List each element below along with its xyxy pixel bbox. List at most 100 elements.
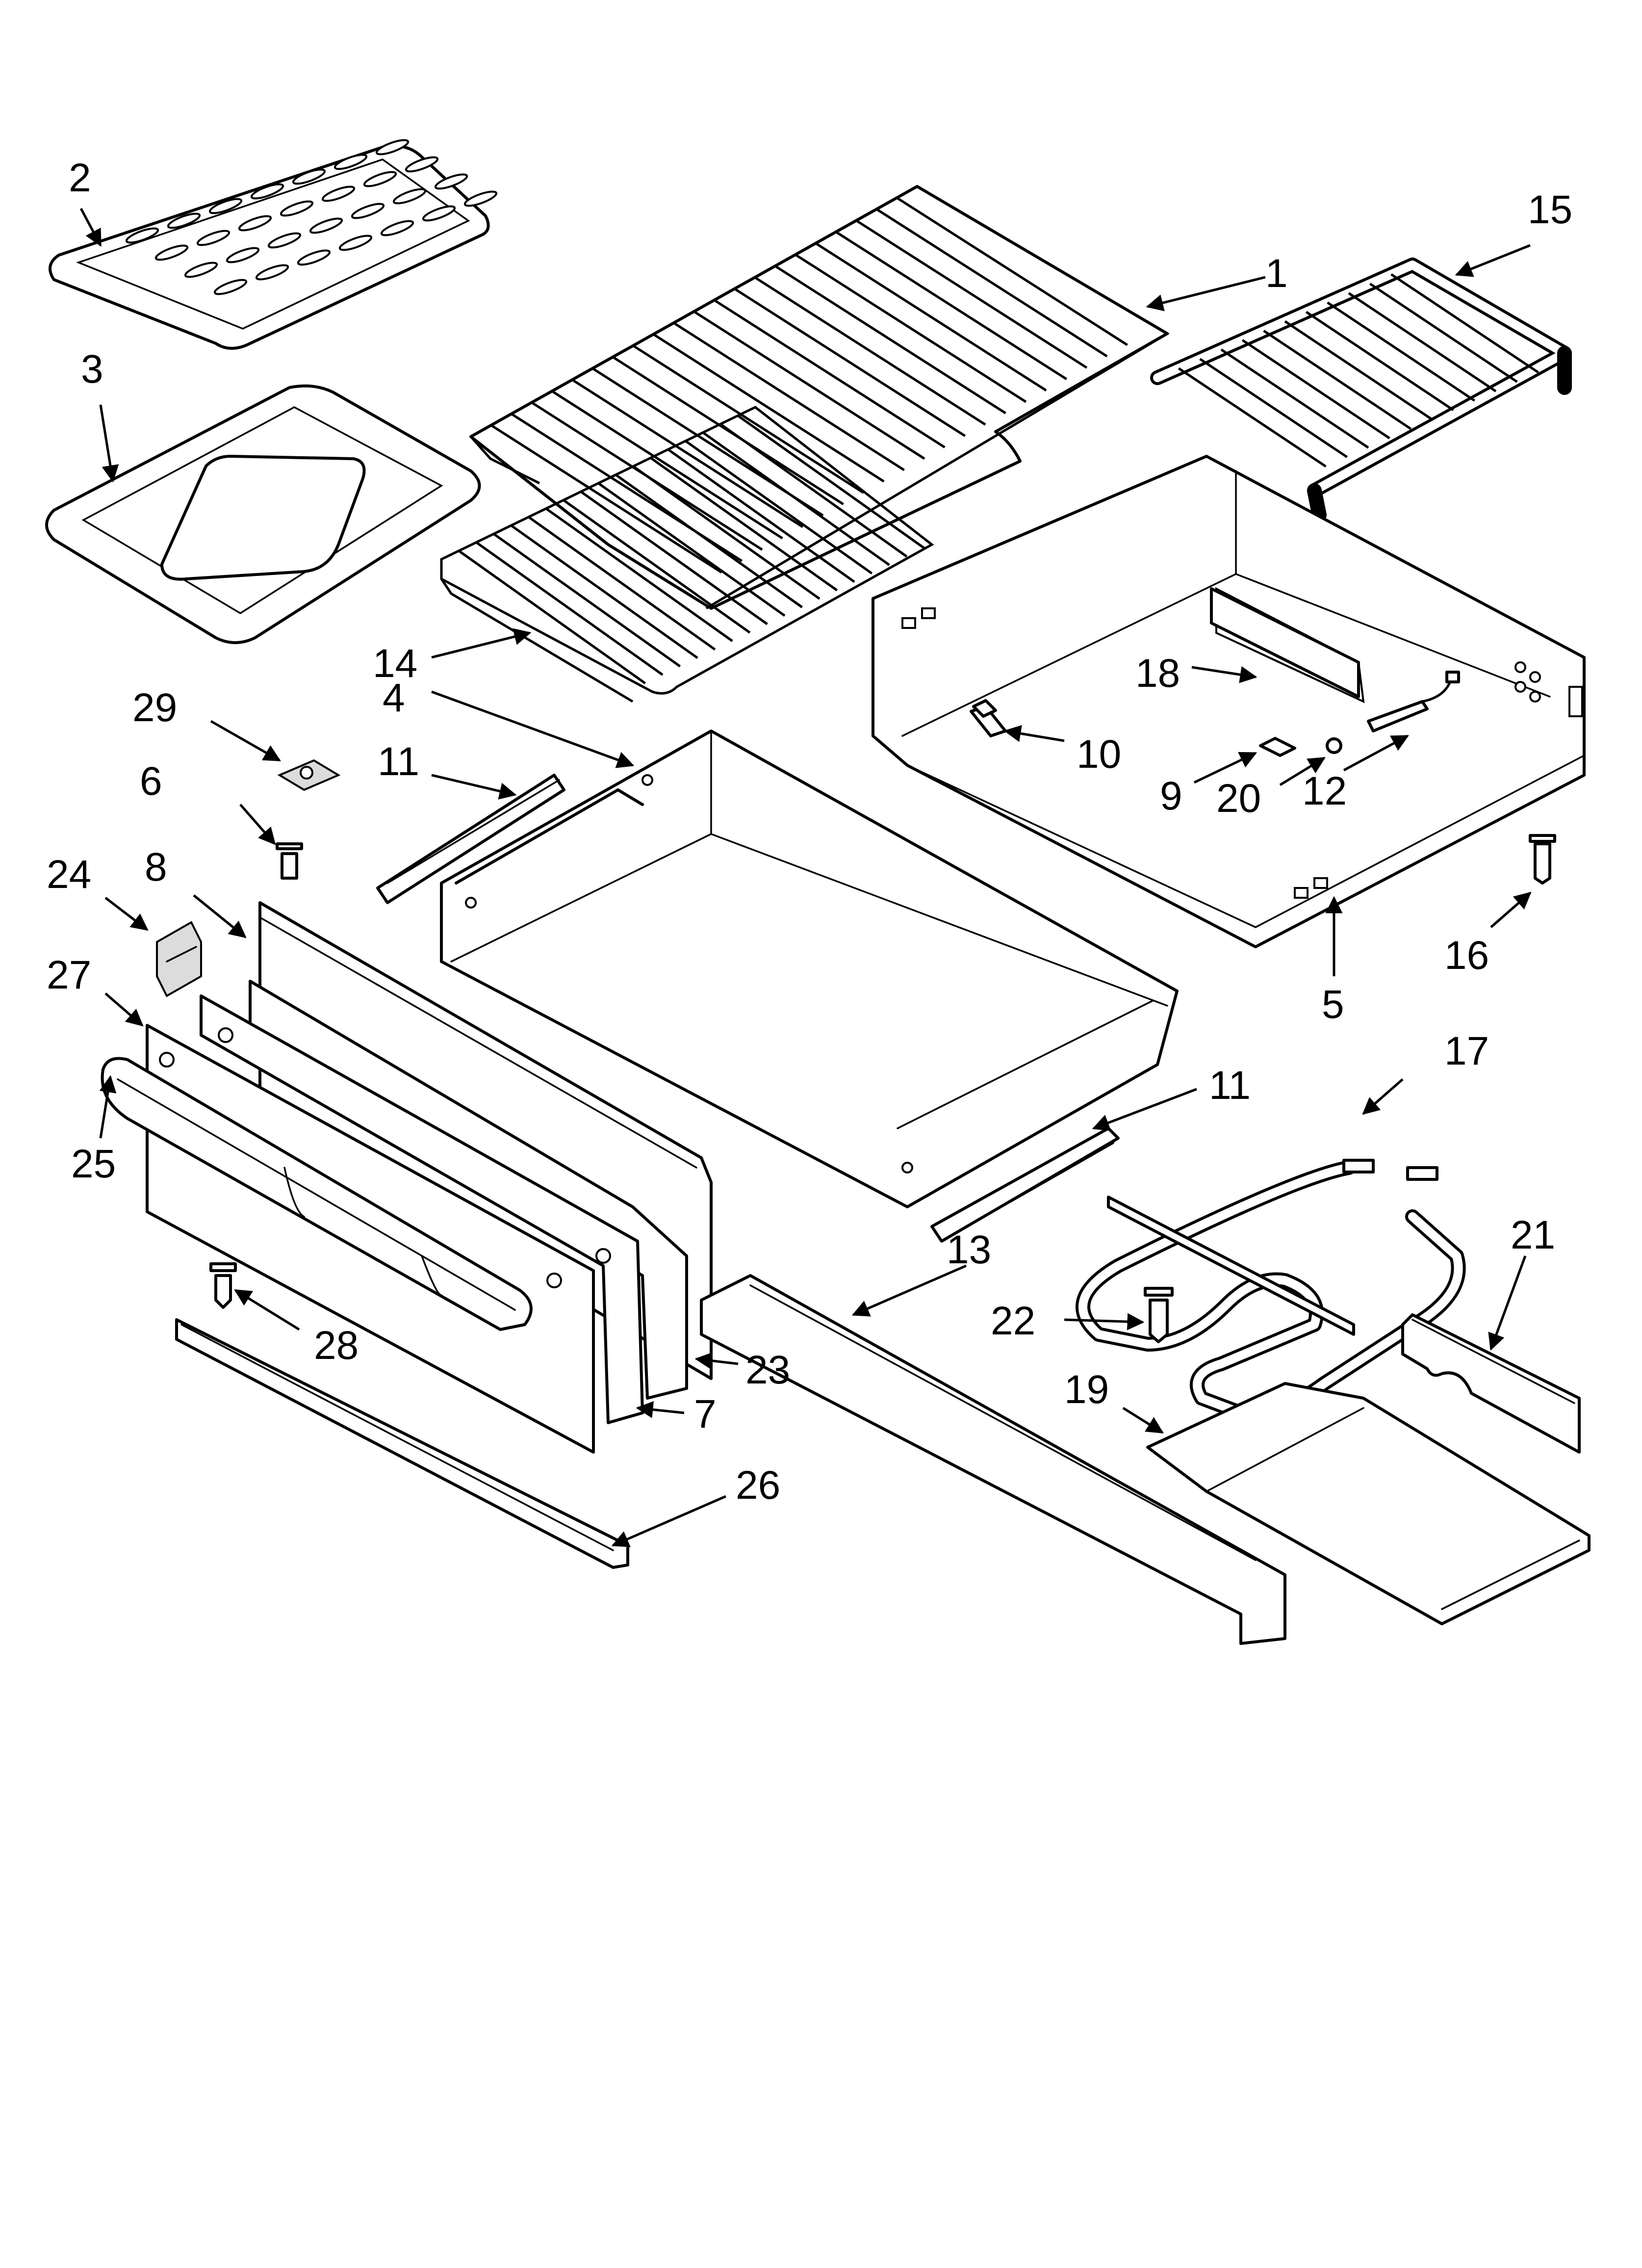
- rack-bar: [1327, 301, 1476, 402]
- rack-bar: [597, 482, 786, 617]
- grid-slot: [405, 156, 439, 173]
- rack-bar: [545, 507, 733, 642]
- rack-bar: [563, 499, 751, 634]
- bracket-part: [156, 921, 202, 997]
- screw-9-part: [1259, 737, 1296, 757]
- leader-7: [636, 1401, 685, 1418]
- leader-26: [611, 1495, 726, 1547]
- rack-bar: [510, 524, 698, 659]
- callout-29: 29: [132, 685, 177, 730]
- leader-29: [210, 720, 282, 762]
- callout-13: 13: [947, 1227, 991, 1272]
- callout-21: 21: [1511, 1213, 1555, 1257]
- bracket-21-part: [1401, 1313, 1581, 1454]
- insulation-panel-part: [200, 994, 644, 1424]
- callout-19: 19: [1064, 1367, 1109, 1412]
- leader-22: [1064, 1313, 1145, 1330]
- leader-15: [1455, 244, 1531, 277]
- screw-28-part: [209, 1262, 237, 1309]
- grid-slot: [167, 212, 201, 229]
- rack-bar: [815, 242, 1047, 392]
- callout-3: 3: [81, 347, 103, 391]
- rack-bar: [693, 310, 925, 460]
- rack-bar: [475, 541, 664, 676]
- callout-1: 1: [1265, 251, 1288, 296]
- leader-20: [1279, 756, 1326, 786]
- grid-slot: [267, 232, 302, 249]
- callout-25: 25: [71, 1142, 116, 1186]
- rack-bar: [1348, 292, 1497, 392]
- callout-7: 7: [694, 1392, 717, 1436]
- leader-28: [234, 1289, 300, 1331]
- rack-bar: [685, 440, 873, 574]
- grid-slot: [255, 264, 289, 281]
- slide-lower-part: [930, 1127, 1120, 1243]
- rack-bar: [774, 265, 1006, 415]
- leader-21: [1488, 1255, 1527, 1351]
- rack-bar: [1178, 367, 1327, 468]
- leader-11b: [1092, 1088, 1197, 1131]
- rack-bar: [1284, 320, 1433, 421]
- grid-slot: [380, 220, 414, 236]
- rack-bar: [652, 333, 885, 483]
- leader-11a: [431, 774, 517, 800]
- leader-6: [239, 804, 276, 845]
- spacer-part: [1210, 587, 1360, 698]
- grid-slot: [334, 154, 368, 170]
- rack-bar: [1369, 283, 1518, 383]
- grid-slot: [125, 227, 159, 244]
- rack-bar: [855, 219, 1088, 369]
- leader-16: [1490, 891, 1532, 928]
- callout-11b: 11: [1209, 1063, 1251, 1108]
- kick-plate-part: [700, 1274, 1286, 1645]
- grid-slot: [463, 190, 498, 207]
- callout-4: 4: [383, 676, 405, 720]
- callout-28: 28: [314, 1323, 359, 1368]
- rack-bar: [737, 415, 925, 549]
- rack-bar: [795, 253, 1027, 403]
- rack-bar: [632, 465, 821, 600]
- callout-15: 15: [1528, 187, 1572, 232]
- leader-27: [104, 992, 144, 1027]
- grid-slot: [250, 183, 284, 200]
- rack-bar: [875, 208, 1108, 358]
- drawer-part: [440, 730, 1179, 1208]
- grid-slot: [422, 205, 456, 222]
- leader-19: [1122, 1407, 1164, 1434]
- nut-20-part: [1326, 737, 1342, 754]
- drawer-housing-part: [872, 455, 1586, 948]
- rack-bar: [667, 448, 855, 583]
- rack-bar: [673, 322, 905, 471]
- lower-panel-part: [1146, 1382, 1591, 1625]
- grid-slot: [208, 198, 243, 214]
- leader-3: [99, 404, 119, 483]
- handle-part: [101, 1057, 533, 1331]
- leader-10: [1003, 725, 1065, 742]
- callout-labels: 1 2 3 4 5 6 7 8 9 10 11 11 12 13 14 15 1…: [47, 156, 1572, 1508]
- rack-bar: [571, 378, 804, 528]
- leader-1: [1146, 276, 1266, 312]
- oven-rack-part: [469, 185, 1170, 610]
- rack-bar: [632, 344, 865, 494]
- rack-bar: [1263, 330, 1412, 430]
- rack-bar: [719, 423, 908, 558]
- callout-11a: 11: [378, 739, 419, 784]
- rack-bar: [896, 197, 1128, 346]
- callout-18: 18: [1135, 651, 1180, 696]
- grid-slot: [280, 200, 314, 217]
- callout-23: 23: [745, 1348, 790, 1392]
- bottom-trim-part: [175, 1318, 629, 1569]
- grid-slot: [392, 188, 427, 205]
- callout-9: 9: [1160, 774, 1182, 818]
- callout-22: 22: [991, 1299, 1035, 1343]
- leader-13: [851, 1264, 967, 1317]
- clip-29-part: [277, 759, 341, 791]
- leader-4: [431, 690, 635, 768]
- screw-16-part: [1529, 834, 1556, 885]
- callout-5: 5: [1322, 982, 1344, 1027]
- rack-bar: [1305, 311, 1454, 411]
- grid-slot: [321, 185, 356, 202]
- rack-bar: [615, 473, 803, 608]
- rack-bar: [458, 549, 646, 684]
- grid-slot: [238, 215, 272, 232]
